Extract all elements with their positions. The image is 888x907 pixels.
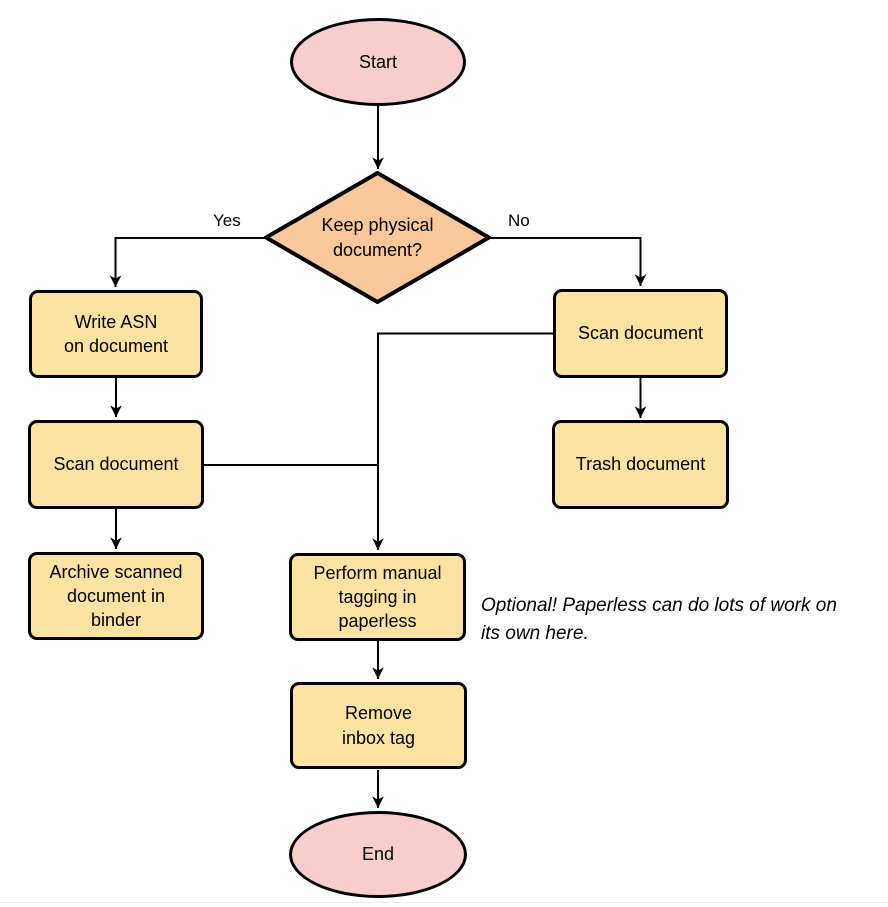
edge-scanright-to-tagging [372, 332, 553, 550]
node-scan-document-left: Scan document [28, 420, 204, 509]
edge-label-yes: Yes [211, 211, 243, 231]
node-scan-document-right: Scan document [553, 289, 728, 378]
bottom-divider [0, 902, 888, 903]
decision-label: Keep physical document? [321, 215, 434, 260]
optional-annotation: Optional! Paperless can do lots of work … [481, 595, 837, 644]
edge-label-no: No [506, 211, 532, 231]
node-write-asn: Write ASN on document [29, 290, 203, 378]
node-archive-binder: Archive scanned document in binder [28, 552, 204, 640]
node-trash-document: Trash document [552, 420, 729, 509]
edge-decision-no [489, 237, 647, 286]
node-decision: Keep physical document? [264, 171, 491, 304]
node-manual-tagging: Perform manual tagging in paperless [289, 553, 466, 641]
node-start: Start [290, 18, 466, 106]
decision-diamond-shape [264, 171, 491, 304]
edge-decision-yes [109, 237, 267, 287]
node-remove-inbox-tag: Remove inbox tag [290, 682, 467, 769]
node-end: End [289, 811, 467, 898]
